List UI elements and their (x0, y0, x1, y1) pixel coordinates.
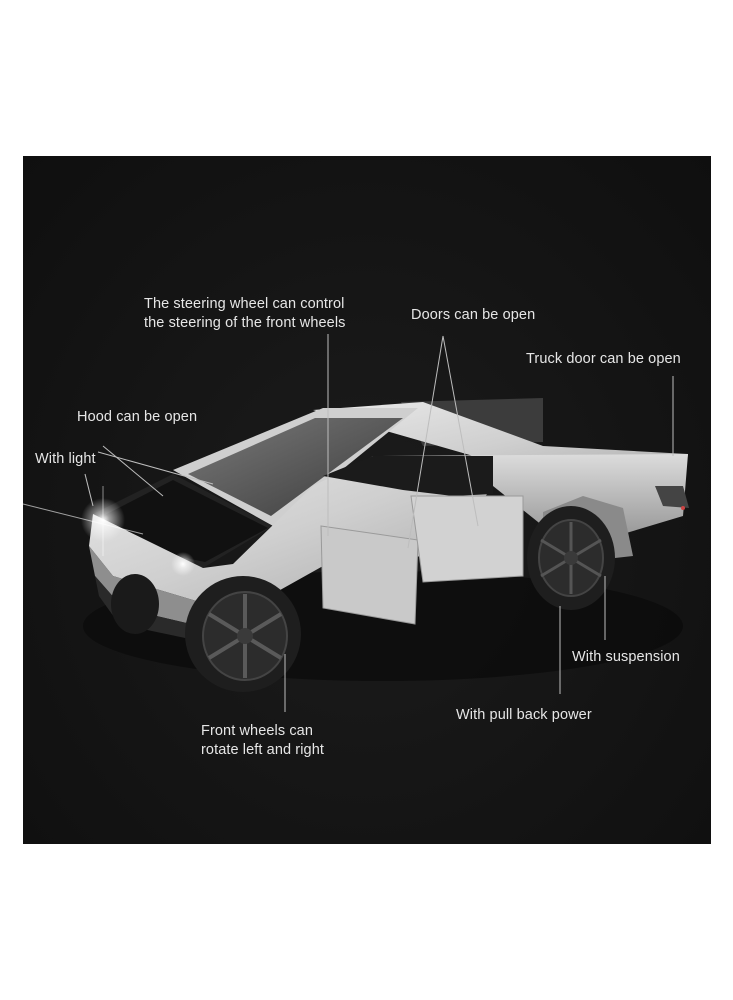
front-wheel (185, 576, 301, 692)
truck-illustration (23, 334, 689, 712)
callout-truck-door: Truck door can be open (526, 351, 681, 367)
tailgate-open (655, 486, 689, 508)
rear-door (410, 495, 524, 583)
callout-doors: Doors can be open (411, 307, 536, 323)
callout-suspension: With suspension (572, 649, 680, 665)
rear-wheel (527, 506, 615, 610)
callout-front-wheels: Front wheels can rotate left and right (201, 723, 325, 758)
product-image-panel: The steering wheel can control the steer… (23, 156, 711, 844)
callout-pull-back: With pull back power (456, 707, 592, 723)
callout-hood: Hood can be open (77, 409, 198, 425)
callout-steering: The steering wheel can control the steer… (144, 296, 346, 331)
front-door-open (320, 525, 419, 625)
callout-leader-lines (84, 334, 674, 712)
windshield (188, 418, 403, 516)
callout-light: With light (35, 451, 96, 467)
